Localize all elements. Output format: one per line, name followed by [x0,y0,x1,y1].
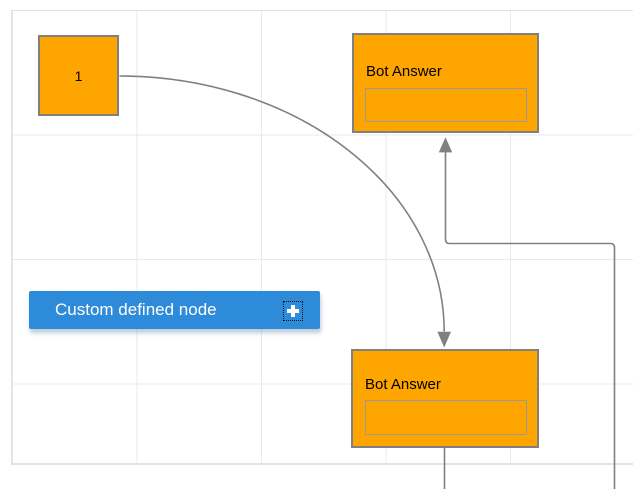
node-bot-answer-bottom[interactable]: Bot Answer [351,349,539,448]
node-custom-defined[interactable]: Custom defined node [29,291,320,329]
bot-answer-title: Bot Answer [365,376,441,393]
node-1-label: 1 [74,67,83,84]
node-bot-answer-top[interactable]: Bot Answer [352,33,539,133]
plus-icon[interactable] [283,301,303,321]
bot-answer-title: Bot Answer [366,63,442,80]
bot-answer-input[interactable] [365,88,527,122]
node-1[interactable]: 1 [38,35,119,116]
bot-answer-input[interactable] [365,400,527,435]
custom-node-label: Custom defined node [55,300,217,319]
